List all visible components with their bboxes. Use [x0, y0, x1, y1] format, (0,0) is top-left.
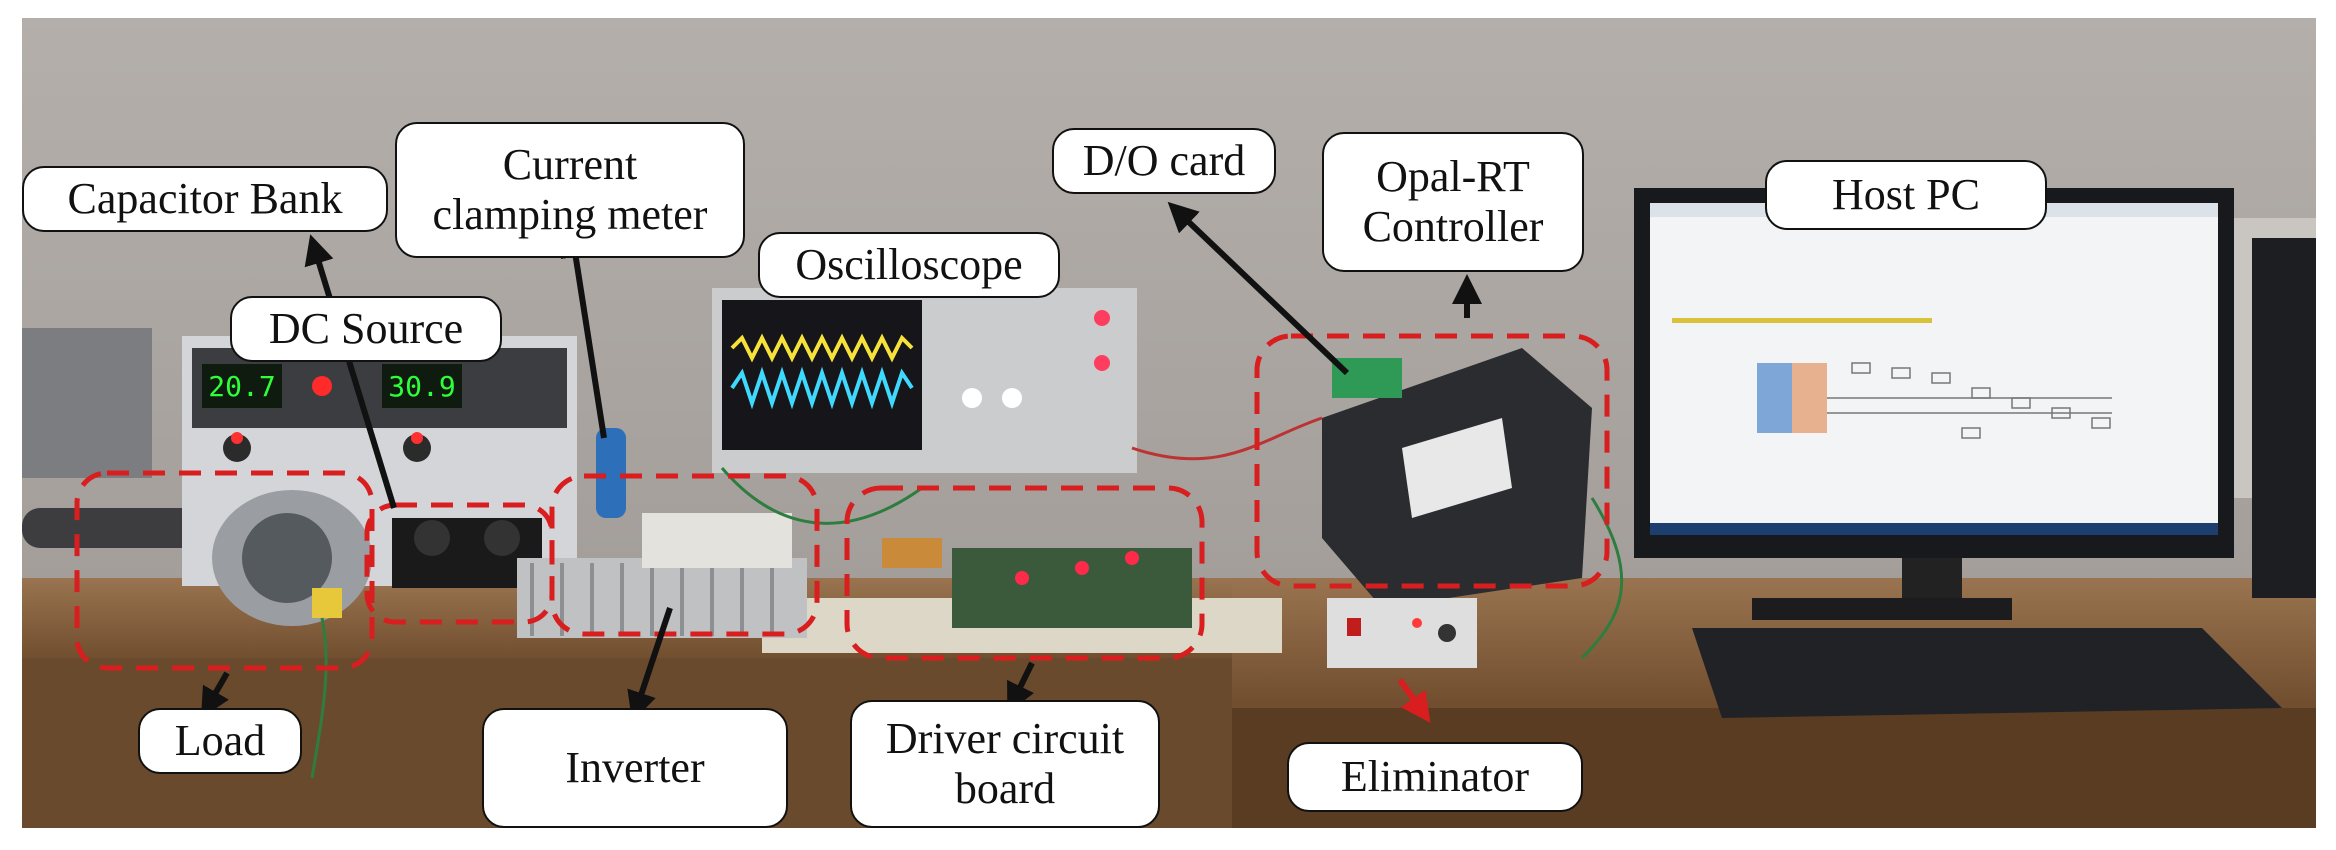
inverter-label: Inverter	[482, 708, 788, 828]
oscilloscope-text: Oscilloscope	[795, 240, 1023, 289]
inverter-arrow	[627, 607, 673, 722]
dc-source-label: DC Source	[230, 296, 502, 362]
eliminator-label: Eliminator	[1287, 742, 1583, 812]
dc-display-left: 20.7	[208, 370, 275, 403]
do-card-arrow	[1167, 201, 1350, 376]
driver-circuit-board-label: Driver circuit board	[850, 700, 1160, 828]
load-label: Load	[138, 708, 302, 774]
driver-circuit-board	[882, 538, 1192, 628]
left-instrument	[22, 328, 152, 478]
host-pc-label: Host PC	[1765, 160, 2047, 230]
load-highlight	[74, 470, 375, 671]
opal-rt-controller-label: Opal-RT Controller	[1322, 132, 1584, 272]
load-motor	[212, 490, 372, 626]
inverter-highlight	[549, 473, 820, 637]
pointer-arrows	[201, 201, 1482, 722]
capacitor-bank-arrow	[304, 234, 397, 509]
current-meter-line2: clamping meter	[432, 190, 708, 239]
load-text: Load	[174, 716, 266, 765]
clamp-meter	[596, 428, 626, 518]
eliminator	[1327, 598, 1477, 668]
keyboard	[1692, 628, 2282, 718]
oscilloscope	[712, 288, 1137, 473]
eliminator-arrow	[1397, 678, 1431, 723]
capacitor-bank-text: Capacitor Bank	[67, 174, 343, 223]
host-pc-text: Host PC	[1832, 170, 1980, 219]
do-card-label: D/O card	[1052, 128, 1276, 194]
driver-line1: Driver circuit	[885, 714, 1125, 763]
opal-line1: Opal-RT	[1376, 152, 1530, 201]
current-meter-line1: Current	[502, 140, 638, 189]
opal-rt-controller	[1322, 348, 1592, 608]
capacitor-bank-highlight	[364, 502, 555, 625]
eliminator-text: Eliminator	[1340, 752, 1530, 801]
host-pc	[1634, 188, 2316, 620]
load-arrow	[201, 671, 230, 719]
driver-line2: board	[954, 764, 1056, 813]
current-clamping-meter-label: Current clamping meter	[395, 122, 745, 258]
current-meter-arrow	[560, 227, 607, 439]
opal-line2: Controller	[1362, 202, 1544, 251]
dc-source-text: DC Source	[268, 304, 464, 353]
annotation-boxes	[74, 333, 1610, 671]
inverter-text: Inverter	[565, 743, 705, 792]
speaker	[2252, 238, 2316, 598]
oscilloscope-label: Oscilloscope	[758, 232, 1060, 298]
capacitor-bank-label: Capacitor Bank	[22, 166, 388, 232]
wires	[310, 416, 1624, 779]
dc-display-right: 30.9	[388, 370, 455, 403]
inverter	[517, 513, 807, 638]
do-card-text: D/O card	[1082, 136, 1246, 185]
